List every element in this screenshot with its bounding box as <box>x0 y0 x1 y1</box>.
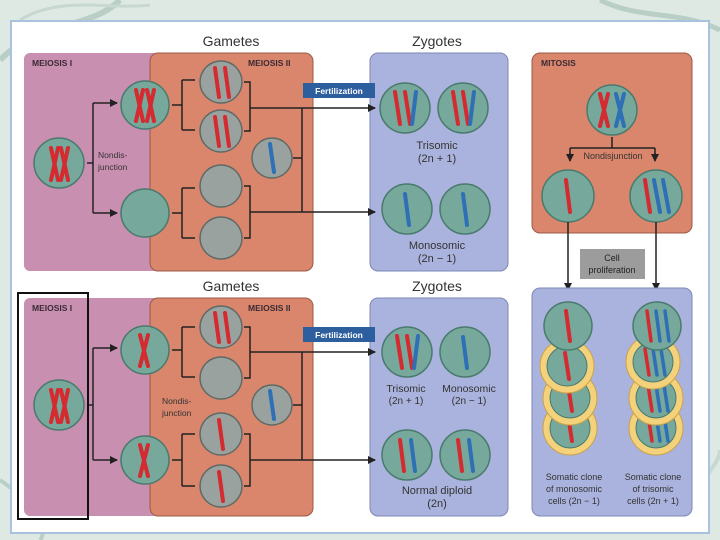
bottom-gametes-header: Gametes <box>203 278 260 294</box>
top-gametes-header: Gametes <box>203 33 260 49</box>
proliferation-line2: proliferation <box>588 265 635 275</box>
meiosis1-highlight-box <box>17 292 89 520</box>
top-monosomic-zygote-2 <box>439 183 491 235</box>
cell-proliferation-box: Cell proliferation <box>580 249 645 279</box>
top-fertilization-badge: Fertilization <box>303 83 375 98</box>
clone-monosomic-line1: Somatic clone <box>546 472 603 482</box>
clone-trisomic-line1: Somatic clone <box>625 472 682 482</box>
bottom-meiosis1-label: MEIOSIS I <box>32 303 72 313</box>
top-trisomic-formula: (2n + 1) <box>418 153 456 165</box>
bottom-nondisjunction-line1: Nondis- <box>162 396 191 406</box>
mitosis-label: MITOSIS <box>541 58 576 68</box>
top-gamete-1 <box>199 60 243 104</box>
top-parent-cell <box>33 137 85 189</box>
clone-trisomic-line3: cells (2n + 1) <box>627 496 679 506</box>
top-row: MEIOSIS I MEIOSIS II Gametes Zygotes Non… <box>24 33 509 272</box>
top-m1-daughter-empty <box>120 188 170 238</box>
bottom-parent-cell <box>33 379 85 431</box>
mitosis-nondisjunction-label: Nondisjunction <box>583 151 642 161</box>
top-gamete-4 <box>199 216 243 260</box>
top-meiosis2-label: MEIOSIS II <box>248 58 291 68</box>
top-normal-gamete <box>251 137 293 179</box>
monosomic-clone-stack <box>539 301 598 456</box>
top-gamete-2 <box>199 109 243 153</box>
bottom-gamete-4 <box>199 464 243 508</box>
top-m1-daughter-disomic <box>120 80 170 130</box>
clone-monosomic-line3: cells (2n − 1) <box>548 496 600 506</box>
clone-trisomic-line2: of trisomic <box>632 484 674 494</box>
clone-monosomic-line2: of monosomic <box>546 484 603 494</box>
bottom-gamete-2 <box>199 356 243 400</box>
top-fertilization-label: Fertilization <box>315 86 363 96</box>
bottom-normal-label: Normal diploid <box>402 485 472 497</box>
bottom-m1-daughter-2 <box>120 435 170 485</box>
bottom-zygote-panel <box>369 297 509 517</box>
bottom-trisomic-formula: (2n + 1) <box>389 396 424 407</box>
bottom-normal-formula: (2n) <box>427 498 447 510</box>
top-nondisjunction-line1: Nondis- <box>98 150 127 160</box>
bottom-monosomic-zygote <box>439 326 491 378</box>
bottom-normal-zygote-2 <box>439 429 491 481</box>
bottom-nondisjunction-line2: junction <box>161 408 192 418</box>
bottom-trisomic-label: Trisomic <box>386 383 425 395</box>
bottom-fertilization-label: Fertilization <box>315 330 363 340</box>
mitosis-monosomic-daughter <box>541 169 595 223</box>
top-nondisjunction-line2: junction <box>97 162 128 172</box>
top-zygotes-header: Zygotes <box>412 33 462 49</box>
bottom-trisomic-zygote <box>381 326 433 378</box>
bottom-row: MEIOSIS I MEIOSIS II Gametes Zygotes No <box>24 278 509 517</box>
bottom-m1-daughter-1 <box>120 325 170 375</box>
bottom-monosomic-formula: (2n − 1) <box>452 396 487 407</box>
mitosis-parent-cell <box>586 84 638 136</box>
top-trisomic-zygote-2 <box>437 82 489 134</box>
bottom-gamete-3 <box>199 412 243 456</box>
top-trisomic-zygote-1 <box>379 82 431 134</box>
bottom-monosomic-label: Monosomic <box>442 383 496 395</box>
mitosis-section: MITOSIS Nondisjunction Cell <box>531 52 693 517</box>
bottom-zygotes-header: Zygotes <box>412 278 462 294</box>
top-trisomic-label: Trisomic <box>416 140 458 152</box>
top-monosomic-zygote-1 <box>381 183 433 235</box>
trisomic-clone-stack <box>625 301 684 456</box>
bottom-meiosis2-label: MEIOSIS II <box>248 303 291 313</box>
bottom-normal-zygote-1 <box>381 429 433 481</box>
bottom-fertilization-badge: Fertilization <box>303 327 375 342</box>
top-monosomic-formula: (2n − 1) <box>418 253 456 265</box>
top-gamete-3 <box>199 164 243 208</box>
top-meiosis1-label: MEIOSIS I <box>32 58 72 68</box>
bottom-gamete-1 <box>199 305 243 349</box>
mitosis-trisomic-daughter <box>629 169 683 223</box>
bottom-normal-gamete <box>251 384 293 426</box>
proliferation-line1: Cell <box>604 253 620 263</box>
top-monosomic-label: Monosomic <box>409 240 466 252</box>
